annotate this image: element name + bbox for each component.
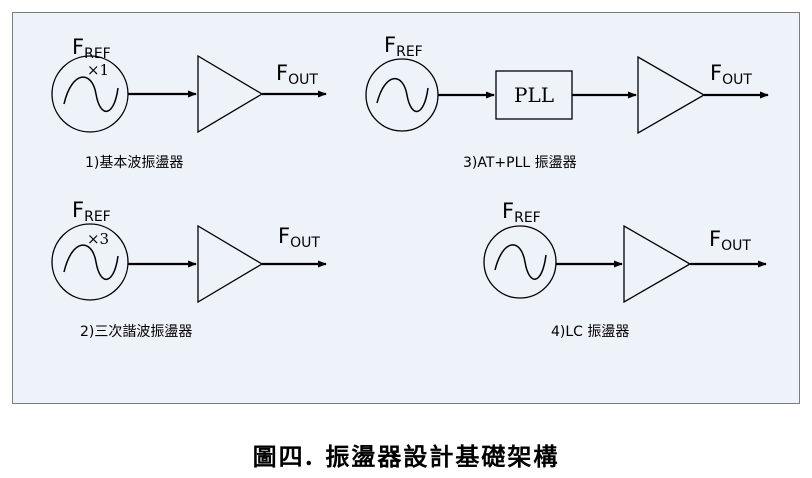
diagram-caption: 1)基本波振盪器 bbox=[85, 154, 183, 171]
sine-wave-icon bbox=[63, 244, 119, 280]
sine-wave-icon bbox=[494, 244, 547, 280]
diagram-4-lc: FREF FOUT 4)LC 振盪器 bbox=[483, 199, 767, 340]
amplifier-triangle bbox=[197, 224, 264, 304]
fref-label: FREF bbox=[384, 33, 423, 60]
fref-label: FREF bbox=[72, 35, 111, 62]
diagram-1-fundamental: FREF ×1 FOUT 1)基本波振盪器 bbox=[51, 35, 327, 171]
sine-wave-icon bbox=[63, 76, 119, 112]
diagram-3-at-pll: FREF PLL FOUT 3)AT+PLL 振盪器 bbox=[365, 33, 769, 171]
amplifier-triangle bbox=[197, 54, 264, 134]
amplifier-triangle bbox=[623, 224, 692, 304]
fout-label: FOUT bbox=[278, 224, 320, 251]
multiplier-label: ×3 bbox=[87, 230, 109, 248]
oscillator-circle bbox=[483, 225, 557, 299]
diagram-2-third-overtone: FREF ×3 FOUT 2)三次諧波振盪器 bbox=[51, 198, 327, 340]
pll-label: PLL bbox=[514, 83, 554, 107]
oscillator-circle bbox=[51, 223, 129, 301]
multiplier-label: ×1 bbox=[87, 61, 109, 79]
fref-label: FREF bbox=[72, 198, 111, 225]
amplifier-triangle bbox=[637, 55, 706, 135]
diagram-panel bbox=[12, 12, 800, 404]
diagram-caption: 4)LC 振盪器 bbox=[551, 324, 629, 340]
fref-label: FREF bbox=[502, 199, 541, 226]
diagram-caption: 2)三次諧波振盪器 bbox=[80, 324, 192, 340]
diagram-caption: 3)AT+PLL 振盪器 bbox=[463, 155, 577, 171]
sine-wave-icon bbox=[376, 77, 429, 113]
fout-label: FOUT bbox=[710, 61, 752, 88]
fout-label: FOUT bbox=[709, 227, 751, 254]
figure-caption: 圖四. 振盪器設計基礎架構 bbox=[252, 442, 560, 471]
fout-label: FOUT bbox=[276, 61, 318, 88]
